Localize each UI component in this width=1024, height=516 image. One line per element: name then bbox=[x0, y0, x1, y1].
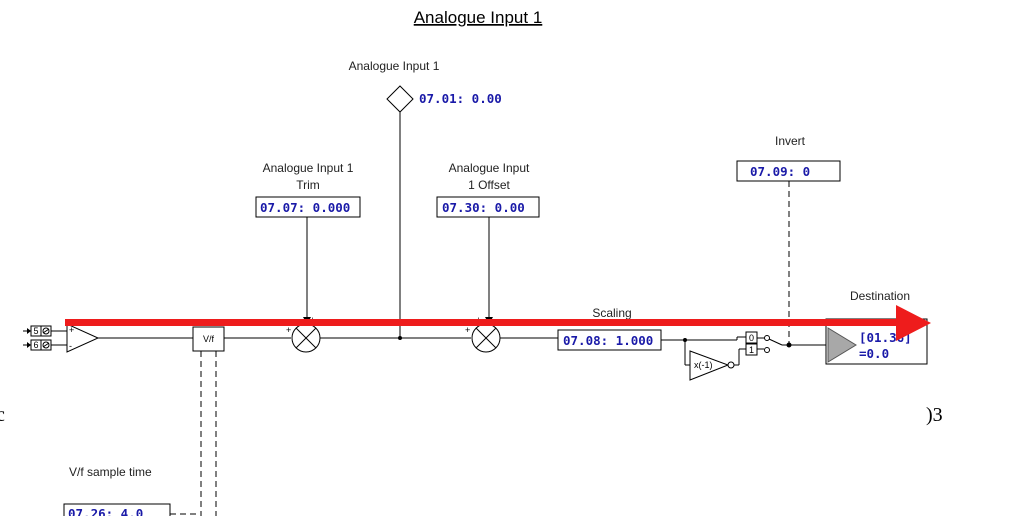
svg-text:+: + bbox=[69, 325, 74, 335]
destination-label: Destination bbox=[850, 289, 910, 303]
svg-text:+: + bbox=[286, 325, 291, 335]
terminal-inputs: 5 6 bbox=[23, 325, 67, 351]
vf-sample-time-label: V/f sample time bbox=[69, 465, 152, 479]
svg-text:+: + bbox=[465, 325, 470, 335]
analogue-input-param: 07.01: 0.00 bbox=[419, 91, 502, 106]
margin-fragment-left: c bbox=[0, 404, 5, 426]
analogue-input-label: Analogue Input 1 bbox=[349, 59, 440, 73]
offset-label-line1: Analogue Input bbox=[449, 161, 530, 175]
signal-flow-arrow-icon bbox=[65, 305, 931, 341]
invert-param-value: 07.09: 0 bbox=[750, 164, 810, 179]
diagram-title: Analogue Input 1 bbox=[414, 8, 543, 27]
scaling-label: Scaling bbox=[592, 306, 631, 320]
trim-label-line1: Analogue Input 1 bbox=[263, 161, 354, 175]
negate-icon bbox=[689, 350, 730, 381]
trim-param-box[interactable] bbox=[255, 196, 361, 218]
switch-label-1: 1 bbox=[749, 345, 754, 355]
invert-switch: 0 1 bbox=[745, 331, 826, 356]
offset-param-value: 07.30: 0.00 bbox=[442, 200, 525, 215]
scaling-param-value: 07.08: 1.000 bbox=[563, 333, 653, 348]
vf-sample-param-value: 07.26: 4.0 bbox=[68, 506, 143, 516]
vf-block bbox=[192, 326, 225, 352]
margin-fragment-right: )3 bbox=[926, 404, 943, 426]
trim-param-value: 07.07: 0.000 bbox=[260, 200, 350, 215]
destination-output-icon bbox=[827, 327, 857, 363]
terminal-5-label: 5 bbox=[33, 326, 38, 336]
offset-param-box[interactable] bbox=[436, 196, 540, 218]
monitor-point-icon bbox=[386, 85, 414, 113]
switch-label-0: 0 bbox=[749, 333, 754, 343]
destination-param-line2: =0.0 bbox=[859, 346, 889, 361]
vf-sample-param-box[interactable] bbox=[63, 503, 171, 516]
input-amplifier-icon bbox=[66, 323, 100, 353]
terminal-6-label: 6 bbox=[33, 340, 38, 350]
trim-label-line2: Trim bbox=[296, 178, 320, 192]
invert-label: Invert bbox=[775, 134, 806, 148]
negate-label: x(-1) bbox=[694, 360, 713, 370]
offset-label-line2: 1 Offset bbox=[468, 178, 510, 192]
svg-text:-: - bbox=[69, 341, 72, 351]
vf-block-label: V/f bbox=[203, 334, 215, 344]
